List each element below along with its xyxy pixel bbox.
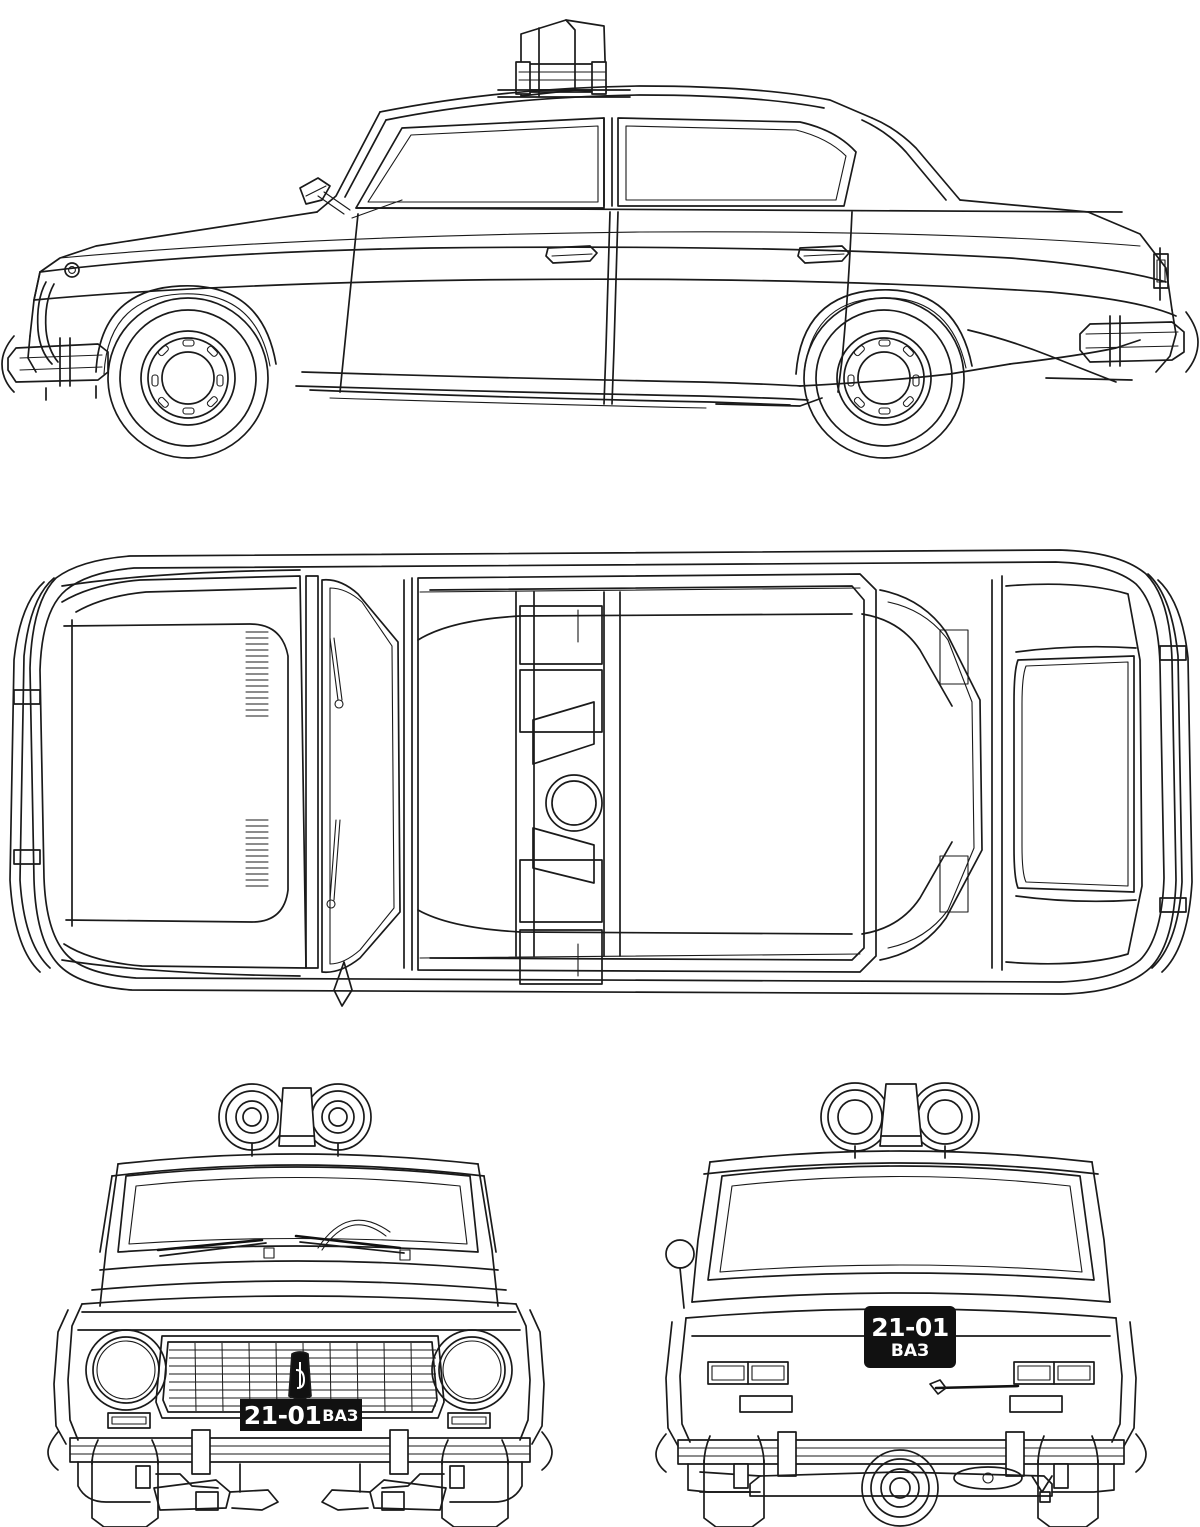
front-plate-number: 21-01 bbox=[243, 1400, 322, 1430]
top-roof-equipment-rack bbox=[515, 591, 621, 985]
side-elevation-view bbox=[1, 19, 1199, 459]
rear-tyres bbox=[703, 1435, 1099, 1527]
top-windshield bbox=[305, 575, 413, 974]
rear-plate-container: 21-01 ВАЗ bbox=[864, 1306, 956, 1368]
front-underbody bbox=[77, 1461, 523, 1511]
front-hood bbox=[81, 1260, 517, 1305]
front-face bbox=[53, 1303, 545, 1445]
rear-wheel-vents bbox=[847, 339, 920, 415]
rear-plate-marque: ВАЗ bbox=[890, 1340, 930, 1361]
roof-equipment-side bbox=[497, 19, 631, 98]
side-greenhouse bbox=[316, 85, 961, 213]
hood-louvers bbox=[245, 631, 269, 887]
front-tyres bbox=[91, 1439, 509, 1527]
rear-taillights bbox=[707, 1361, 1095, 1413]
top-front-bumper bbox=[9, 577, 55, 973]
front-plate-marque: ВАЗ bbox=[322, 1405, 359, 1425]
top-fenders bbox=[61, 569, 301, 977]
front-roofline bbox=[99, 1153, 499, 1307]
rear-badge-script bbox=[929, 1379, 1020, 1395]
front-elevation-view bbox=[47, 1083, 553, 1527]
side-windows bbox=[355, 117, 857, 209]
rear-bumper bbox=[655, 1431, 1147, 1477]
top-side-markers bbox=[939, 629, 969, 913]
side-front-end bbox=[1, 262, 109, 401]
side-rear-wheel bbox=[803, 297, 965, 459]
front-plate-container: 21-01 ВАЗ bbox=[240, 1399, 362, 1431]
top-hood bbox=[61, 575, 307, 969]
top-rear-bumper bbox=[1147, 573, 1193, 973]
top-plan-view bbox=[9, 549, 1193, 1007]
front-grille bbox=[155, 1335, 445, 1419]
rear-underbody bbox=[687, 1449, 1115, 1527]
front-windshield bbox=[117, 1166, 479, 1253]
top-mirror bbox=[333, 961, 353, 1007]
side-rear-end bbox=[1045, 247, 1199, 381]
front-wheel-vents bbox=[151, 339, 224, 415]
front-turn-indicators bbox=[107, 1412, 491, 1429]
rear-roofline bbox=[691, 1150, 1111, 1303]
front-wipers bbox=[156, 1219, 411, 1261]
side-door-handles bbox=[545, 245, 850, 264]
side-body bbox=[29, 199, 1177, 409]
rear-elevation-view bbox=[655, 1082, 1147, 1527]
rear-plate-number: 21-01 bbox=[871, 1312, 949, 1342]
side-front-wheel bbox=[107, 297, 269, 459]
rear-roof-equipment bbox=[820, 1082, 980, 1159]
rear-antenna bbox=[665, 1239, 695, 1309]
front-roof-equipment bbox=[218, 1083, 372, 1157]
rear-window bbox=[707, 1165, 1095, 1281]
side-mirror-and-wipers bbox=[299, 177, 403, 219]
front-bumper bbox=[47, 1429, 553, 1475]
top-side-windows bbox=[417, 613, 953, 935]
top-roof bbox=[417, 573, 877, 973]
scan-artifact bbox=[498, 360, 510, 372]
top-rear-deck bbox=[879, 575, 1143, 971]
scan-artifact bbox=[104, 40, 162, 43]
top-body-outline bbox=[29, 549, 1177, 995]
